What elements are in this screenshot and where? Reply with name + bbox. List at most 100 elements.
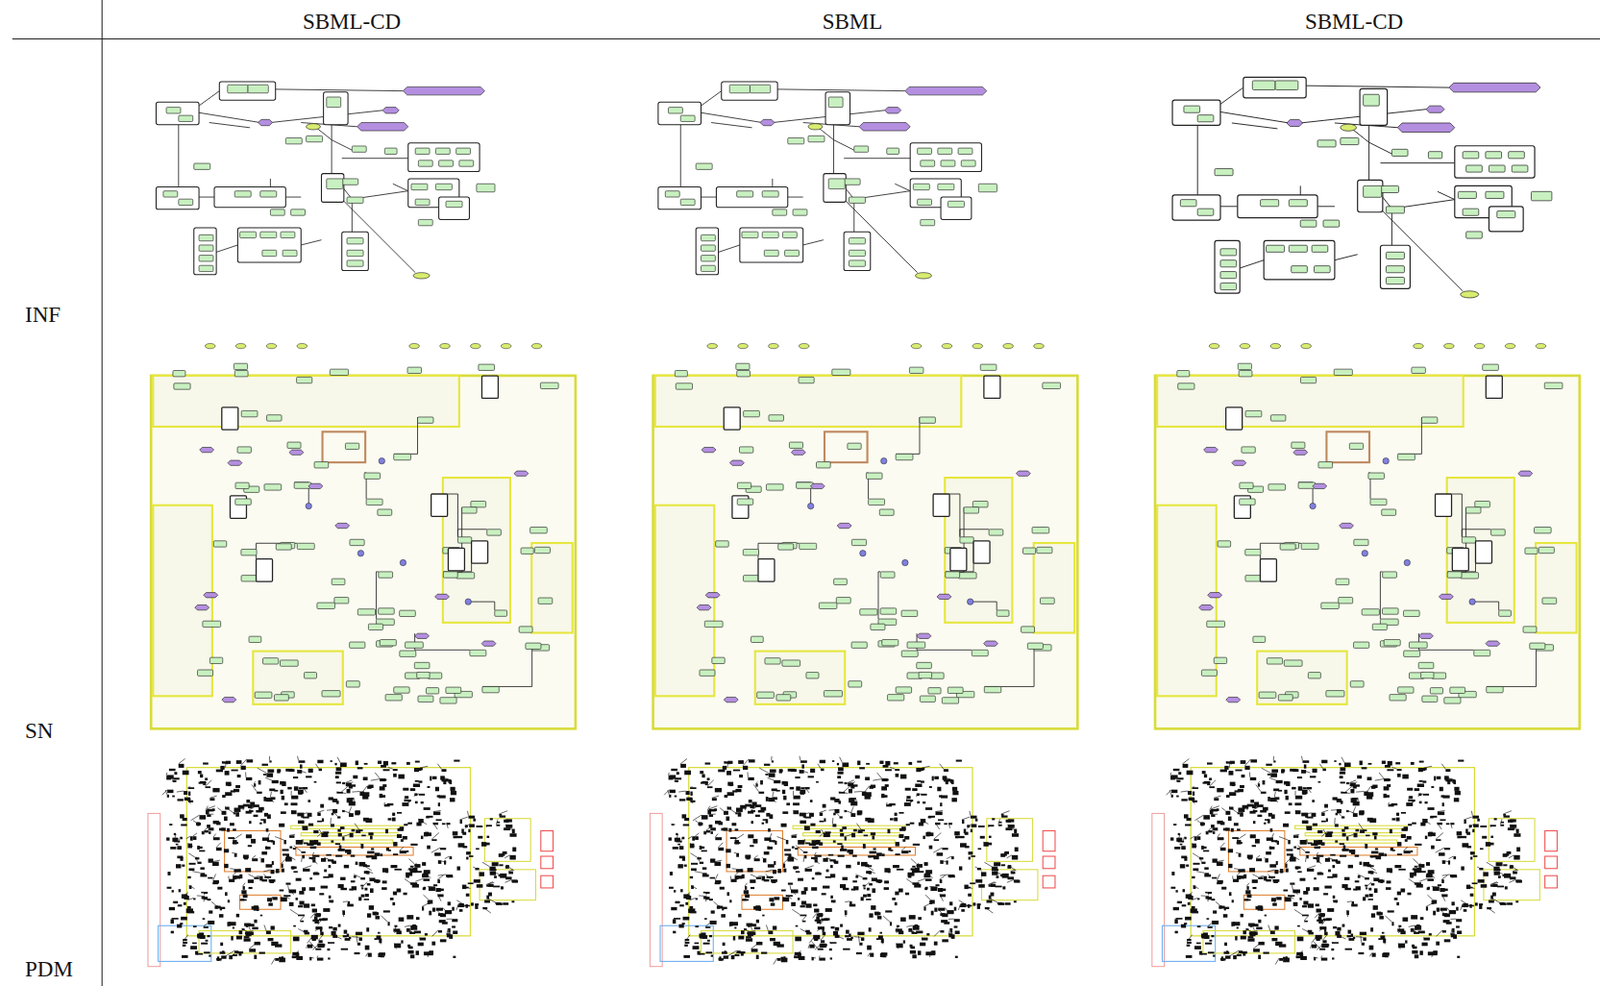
species-glyph xyxy=(289,835,295,838)
species-glyph xyxy=(376,935,382,939)
ion-ellipse xyxy=(296,343,308,348)
connector-line xyxy=(361,882,368,887)
species-glyph xyxy=(467,815,475,819)
connector-line xyxy=(1007,855,1012,859)
connector-line xyxy=(374,772,380,779)
species-box xyxy=(296,376,313,383)
hexagon-node xyxy=(790,449,806,455)
species-glyph xyxy=(369,835,373,839)
species-box xyxy=(384,147,397,154)
species-glyph xyxy=(432,776,438,780)
species-glyph xyxy=(683,893,690,898)
connector-line xyxy=(256,542,298,559)
species-glyph xyxy=(1014,847,1019,853)
hexagon-node xyxy=(415,633,430,639)
species-glyph xyxy=(267,839,273,842)
species-glyph xyxy=(282,853,290,856)
species-glyph xyxy=(767,863,775,867)
species-glyph xyxy=(219,913,224,918)
hexagon-node xyxy=(836,522,852,528)
species-glyph xyxy=(278,823,285,828)
complex-box xyxy=(723,407,740,430)
species-box xyxy=(469,649,487,656)
species-glyph xyxy=(237,774,242,778)
connector-line xyxy=(302,865,312,869)
hexagon-node xyxy=(308,483,323,489)
species-glyph xyxy=(175,863,181,868)
species-glyph xyxy=(176,924,182,929)
species-glyph xyxy=(246,834,252,838)
species-glyph xyxy=(228,879,235,883)
species-glyph xyxy=(885,768,892,771)
connector-line xyxy=(209,795,217,798)
species-glyph xyxy=(291,865,297,869)
connector-line xyxy=(243,883,246,887)
connector-line xyxy=(418,936,421,938)
species-glyph xyxy=(219,828,224,832)
species-box xyxy=(848,238,865,245)
species-glyph xyxy=(881,952,888,956)
species-box xyxy=(443,571,458,578)
species-glyph xyxy=(711,910,715,913)
connector-line xyxy=(331,140,333,174)
complex-box xyxy=(221,407,239,430)
species-glyph xyxy=(429,950,434,955)
connector-line xyxy=(848,798,858,801)
species-box xyxy=(680,198,695,205)
species-glyph xyxy=(275,868,280,873)
species-glyph xyxy=(198,850,205,853)
species-glyph xyxy=(893,817,898,822)
species-glyph xyxy=(707,777,711,781)
species-glyph xyxy=(421,861,426,866)
species-glyph xyxy=(812,935,820,940)
species-glyph xyxy=(862,843,866,849)
hexagon-node xyxy=(729,460,744,466)
species-glyph xyxy=(284,802,289,806)
species-glyph xyxy=(276,768,280,773)
species-glyph xyxy=(950,928,953,934)
species-box xyxy=(1023,547,1036,554)
connector-line xyxy=(186,836,191,838)
species-box xyxy=(847,443,862,449)
species-box xyxy=(851,539,866,545)
species-glyph xyxy=(868,927,872,932)
species-glyph xyxy=(239,930,244,935)
species-box xyxy=(675,383,692,390)
connector-line xyxy=(319,935,323,940)
connector-line xyxy=(259,857,262,860)
species-box xyxy=(393,453,412,460)
species-glyph xyxy=(283,839,287,844)
species-glyph xyxy=(235,785,241,788)
species-glyph xyxy=(264,876,271,879)
species-glyph xyxy=(357,942,361,946)
species-box xyxy=(729,84,750,93)
connector-line xyxy=(433,822,439,830)
species-box xyxy=(1036,546,1053,553)
connector-line xyxy=(187,843,193,847)
species-glyph xyxy=(387,803,394,806)
species-box xyxy=(296,542,315,549)
connector-line xyxy=(939,763,944,770)
species-glyph xyxy=(449,797,455,802)
species-glyph xyxy=(500,886,504,889)
connector-line xyxy=(935,810,943,812)
connector-line xyxy=(187,897,194,900)
species-glyph xyxy=(269,879,276,883)
connector-line xyxy=(674,901,676,904)
connector-line xyxy=(189,885,196,888)
connector-line xyxy=(374,912,377,916)
species-glyph xyxy=(830,864,834,868)
species-glyph xyxy=(270,869,275,874)
species-glyph xyxy=(258,780,262,785)
species-glyph xyxy=(364,898,370,901)
species-box xyxy=(920,219,936,225)
species-glyph xyxy=(223,863,228,868)
sink-circle xyxy=(902,559,909,566)
hexagon-node xyxy=(227,460,243,466)
species-glyph xyxy=(786,839,789,844)
species-glyph xyxy=(425,832,432,837)
species-glyph xyxy=(322,908,330,912)
species-glyph xyxy=(175,843,179,846)
species-glyph xyxy=(223,848,229,853)
connector-line xyxy=(193,833,197,837)
